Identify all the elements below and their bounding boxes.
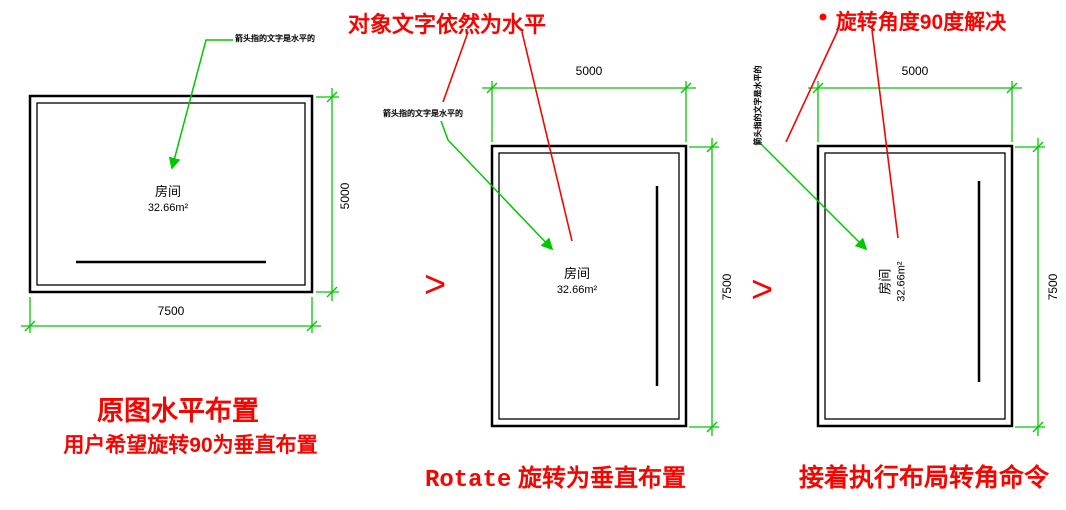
left-room-label: 房间 32.66m² xyxy=(128,184,208,215)
right-leader-note: 箭头指的文字是水平的 xyxy=(753,65,763,146)
left-caption-sub: 用户希望旋转90为垂直布置 xyxy=(63,434,318,457)
rotate-keyword: Rotate xyxy=(424,467,512,494)
left-dim-width xyxy=(21,297,321,333)
room-area: 32.66m² xyxy=(895,261,908,302)
left-green-leader xyxy=(168,39,233,170)
right-height-dim-label: 7500 xyxy=(1046,273,1060,301)
middle-room-outline xyxy=(490,144,688,428)
left-width-dim-label: 7500 xyxy=(157,304,185,318)
left-height-dim-label: 5000 xyxy=(338,182,352,210)
room-name: 房间 xyxy=(877,268,893,295)
middle-green-leader xyxy=(440,120,554,251)
left-room-outline xyxy=(28,94,314,294)
middle-height-dim-label: 7500 xyxy=(720,273,734,301)
left-caption-main: 原图水平布置 xyxy=(97,396,259,426)
middle-caption: Rotate 旋转为垂直布置 xyxy=(408,458,703,494)
middle-leader-note: 箭头指的文字是水平的 xyxy=(383,109,463,118)
red-dot xyxy=(819,13,827,21)
middle-room-label: 房间 32.66m² xyxy=(537,266,617,297)
room-area: 32.66m² xyxy=(147,201,189,214)
right-dim-width xyxy=(808,81,1022,142)
arrow-separator-2: > xyxy=(751,269,774,311)
right-green-leader xyxy=(757,140,868,251)
right-red-leaders xyxy=(785,13,899,239)
middle-caption-text: 旋转为垂直布置 xyxy=(518,465,687,492)
right-room-label: 房间 32.66m² xyxy=(877,242,908,322)
middle-dim-height xyxy=(689,138,719,436)
arrow-separator-1: > xyxy=(424,264,447,306)
middle-width-dim-label: 5000 xyxy=(575,64,603,78)
right-caption: 接着执行布局转角命令 xyxy=(798,464,1049,492)
left-dim-height xyxy=(316,88,339,301)
right-width-dim-label: 5000 xyxy=(901,64,929,78)
room-name: 房间 xyxy=(563,266,590,281)
middle-title: 对象文字依然为水平 xyxy=(347,12,546,37)
left-leader-note: 箭头指的文字是水平的 xyxy=(235,34,315,43)
room-area: 32.66m² xyxy=(556,283,598,296)
room-name: 房间 xyxy=(154,184,181,199)
middle-dim-width xyxy=(482,81,696,142)
right-room-outline xyxy=(816,144,1014,428)
right-dim-height xyxy=(1015,138,1045,436)
right-title: 旋转角度90度解决 xyxy=(835,11,1007,34)
middle-red-leaders xyxy=(442,31,573,242)
